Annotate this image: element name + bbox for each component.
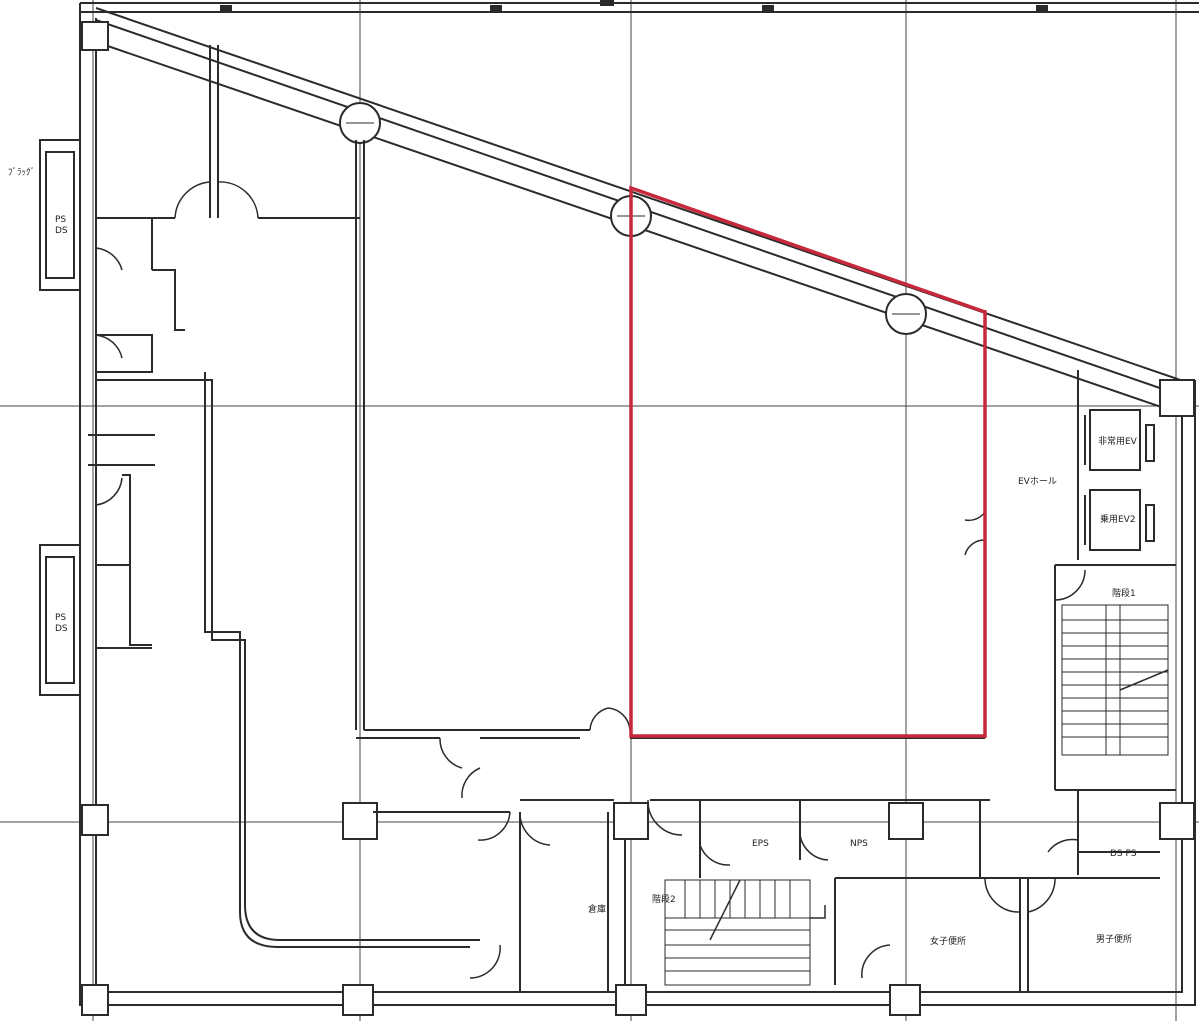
label-storage: 倉庫 [588, 903, 606, 915]
top-wall-marks [220, 0, 1048, 13]
columns [81, 21, 1195, 1016]
column [81, 984, 109, 1016]
highlighted-area [629, 185, 987, 738]
label-stair-1: 階段1 [1112, 587, 1136, 599]
column [342, 984, 374, 1016]
elevator-shaft [1089, 489, 1141, 551]
cabinet [45, 151, 75, 279]
round-columns [339, 102, 927, 335]
exterior-walls [79, 2, 1199, 1006]
column [1159, 379, 1195, 417]
label-ev-hall: EVホール [1018, 476, 1057, 487]
label-stair-2: 階段2 [652, 893, 676, 905]
label-nps: NPS [850, 839, 868, 849]
elevator-shaft [1089, 409, 1141, 471]
column [81, 21, 109, 51]
elevators [1084, 409, 1155, 551]
stair-outline [1061, 604, 1169, 756]
cabinet [39, 544, 81, 696]
label-elevator-2: 乗用EV2 [1100, 513, 1136, 525]
column [888, 802, 924, 840]
cabinet [39, 139, 81, 291]
column [613, 802, 649, 840]
stairs [664, 604, 1169, 986]
stair-treads-right [1062, 619, 1168, 738]
column [889, 984, 921, 1016]
label-womens-wc: 女子便所 [930, 935, 966, 947]
column [615, 984, 647, 1016]
stair-outline [664, 879, 811, 986]
label-mens-wc: 男子便所 [1096, 933, 1132, 945]
label-eps: EPS [752, 839, 769, 849]
label-elevator-1: 非常用EV [1098, 435, 1138, 447]
side-cabinets [39, 139, 81, 696]
doors [95, 181, 1086, 979]
cabinet [45, 556, 75, 684]
column [1159, 802, 1195, 840]
label-balcony: ﾌﾞﾗｯｸﾞ [8, 167, 35, 178]
label-ds-ps: DS PS [1110, 849, 1137, 859]
column [81, 804, 109, 836]
column [342, 802, 378, 840]
stair-treads-center [665, 880, 810, 972]
